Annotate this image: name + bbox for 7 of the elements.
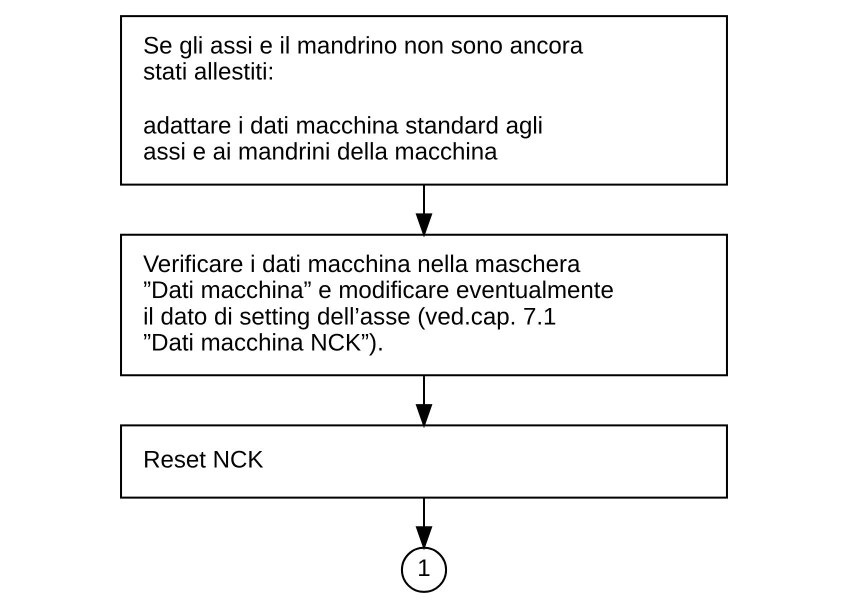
arrow xyxy=(415,498,432,550)
arrow xyxy=(415,185,432,238)
node-box: Verificare i dati macchina nella maschera ”Dati macchina” e modificare eventualmente il dato di setting dell’asse (ved.cap. 7.1 ”Dati macchina NCK”). xyxy=(120,234,728,376)
node-circle: 1 xyxy=(400,546,447,593)
arrow xyxy=(415,376,432,428)
node-box: Se gli assi e il mandrino non sono ancora stati allestiti: adattare i dati macchina standard agli assi e ai mandrini della macchina xyxy=(120,15,728,186)
node-box: Reset NCK xyxy=(120,424,728,499)
